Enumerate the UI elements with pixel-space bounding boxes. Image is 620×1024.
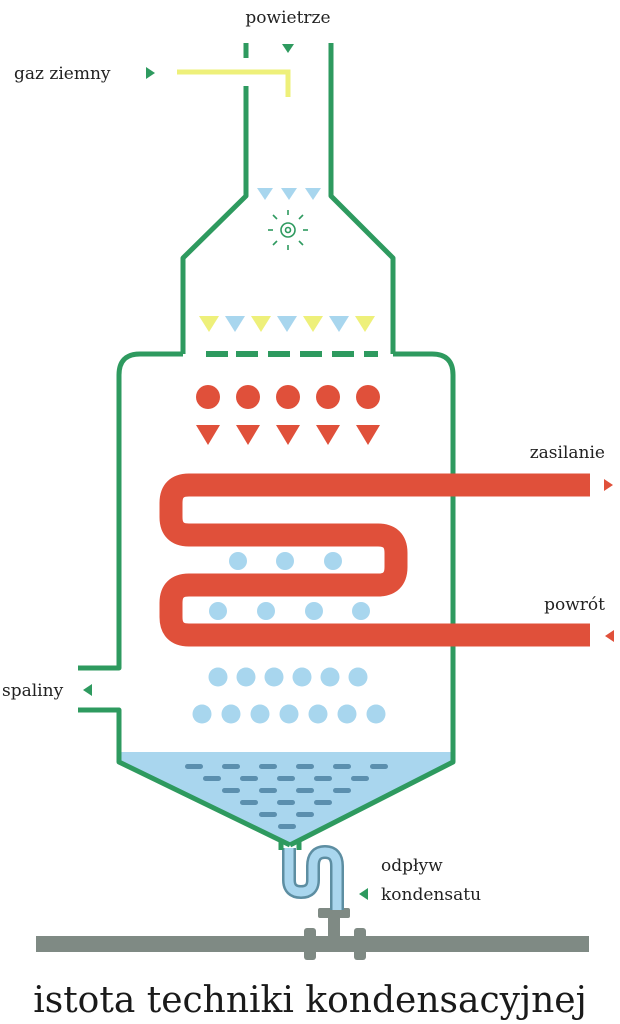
- return-inlet-arrow-icon: [605, 630, 614, 642]
- drain-label-line1: odpływ: [381, 856, 443, 876]
- supply-outlet-arrow-icon: [604, 479, 613, 491]
- air-triangles: [257, 188, 321, 200]
- sun-burner-icon: [268, 210, 308, 250]
- condensate-drain-pipe: [282, 844, 344, 910]
- gas-label: gaz ziemny: [14, 64, 111, 84]
- air-inlet-arrow-icon: [282, 44, 294, 53]
- boiler-walls: [78, 43, 456, 850]
- hot-gas-circles: [196, 385, 380, 409]
- burner-grate: [206, 351, 378, 357]
- condensate-water: [119, 752, 453, 845]
- drain-label-line2: kondensatu: [381, 885, 481, 905]
- hot-gas-triangles: [196, 425, 380, 445]
- drain-outlet-arrow-icon: [359, 888, 368, 900]
- heat-exchanger-coil: [159, 473, 590, 647]
- supply-label: zasilanie: [530, 443, 605, 463]
- gas-pipe: [177, 69, 291, 97]
- flue-outlet-arrow-icon: [83, 684, 92, 696]
- water-vapor-droplets: [192, 552, 386, 724]
- ground-pipe: [36, 908, 589, 960]
- gas-inlet-arrow-icon: [146, 67, 155, 79]
- gas-air-mix-triangles: [199, 316, 375, 332]
- return-label: powrót: [544, 595, 605, 615]
- page-title: istota techniki kondensacyjnej: [33, 980, 587, 1021]
- flue-gas-label: spaliny: [2, 681, 64, 701]
- air-label: powietrze: [245, 8, 330, 28]
